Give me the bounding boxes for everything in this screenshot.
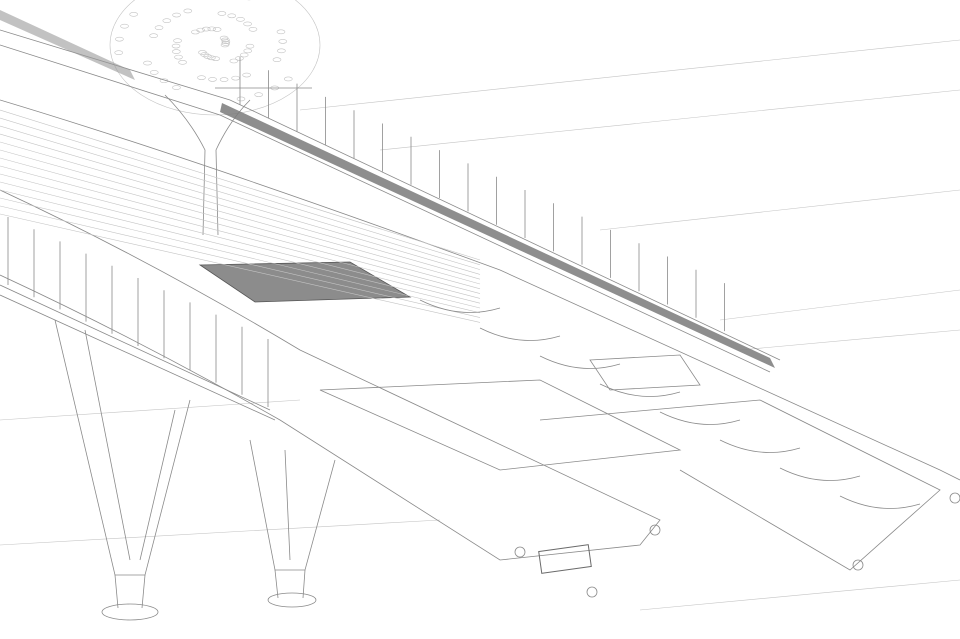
deck-plank (0, 205, 481, 318)
column-right-base (267, 592, 317, 608)
leaf (149, 70, 159, 75)
leaf (219, 35, 229, 41)
leaf (114, 50, 124, 55)
left-railing-rail (0, 284, 271, 411)
leaf (208, 77, 217, 82)
leaf (172, 85, 181, 90)
leaf (277, 48, 286, 54)
railing-dark-band (220, 103, 775, 368)
leaf (276, 29, 286, 35)
deck-beam (539, 355, 621, 369)
leaf (227, 13, 237, 19)
leaf (231, 75, 240, 81)
girder-opening-left (538, 544, 592, 574)
deck-plank (0, 173, 481, 299)
deck-plank (0, 165, 481, 294)
leaf (115, 36, 124, 42)
leaf (197, 75, 206, 80)
leaf (254, 92, 263, 97)
leaf (219, 77, 229, 82)
hatch-panel (589, 354, 701, 391)
paved-square (198, 261, 412, 303)
deck-plank (0, 157, 481, 290)
leaf (239, 52, 249, 58)
deck-plank (0, 189, 481, 309)
deck-plank (0, 149, 481, 285)
leaf (149, 33, 158, 39)
background-guide-lines (0, 39, 960, 611)
deck-beam (419, 299, 501, 313)
leaf (211, 56, 221, 61)
deck-beam (719, 439, 801, 453)
deck-plank (0, 109, 481, 261)
left-railing-base (0, 294, 276, 421)
deck-plank (0, 117, 481, 266)
leaf (143, 60, 152, 66)
leaf (243, 21, 252, 27)
tree-leaves (114, 0, 293, 102)
leaf (283, 76, 293, 82)
column-left (54, 319, 191, 576)
leaf (172, 49, 181, 54)
columns (54, 319, 336, 621)
leaf (242, 72, 251, 78)
leaf (178, 60, 187, 65)
leaf (217, 11, 227, 16)
deck-plank (0, 181, 481, 304)
deck-beam (599, 383, 681, 397)
deck-plank (0, 141, 481, 280)
girder-ends (514, 492, 960, 598)
deck-plank (0, 125, 481, 270)
leaf (120, 23, 129, 29)
column-left-base (101, 603, 159, 621)
leaf (201, 26, 211, 32)
deck-plank (0, 133, 481, 275)
deck-beams (419, 299, 921, 509)
deck-beam (779, 467, 861, 481)
left-railing-posts (7, 217, 269, 407)
leaf (183, 8, 193, 14)
column-right (249, 439, 336, 571)
leaf (207, 55, 216, 61)
leaf (272, 57, 282, 63)
tree (109, 0, 321, 236)
leaf (235, 56, 244, 61)
deck-plank (0, 197, 481, 314)
deck-plank (0, 213, 481, 323)
leaf (243, 48, 253, 54)
leaf (191, 29, 200, 35)
deck-beam (659, 411, 741, 425)
deck-beam (839, 495, 921, 509)
leaf (221, 41, 231, 46)
deck (0, 99, 960, 571)
leaf (174, 54, 183, 60)
deck-beam (479, 327, 561, 341)
leaf (172, 12, 181, 18)
leaf (171, 43, 181, 49)
leaf (278, 39, 288, 44)
upper-walkway (0, 10, 781, 373)
leaf (236, 96, 246, 102)
leaf (245, 43, 255, 49)
tree-canopy (109, 0, 321, 116)
leaf (229, 58, 239, 64)
leaf (173, 38, 182, 43)
upper-dark-band (0, 10, 135, 80)
leaf (154, 25, 164, 30)
deck-planks (0, 109, 481, 323)
right-railing-posts (239, 57, 725, 332)
leaf (162, 18, 172, 23)
leaf (129, 12, 138, 17)
leaf (248, 27, 258, 32)
tree-trunk (164, 94, 251, 236)
leaf (212, 27, 222, 32)
leaf (207, 26, 217, 32)
leaf (236, 17, 245, 22)
